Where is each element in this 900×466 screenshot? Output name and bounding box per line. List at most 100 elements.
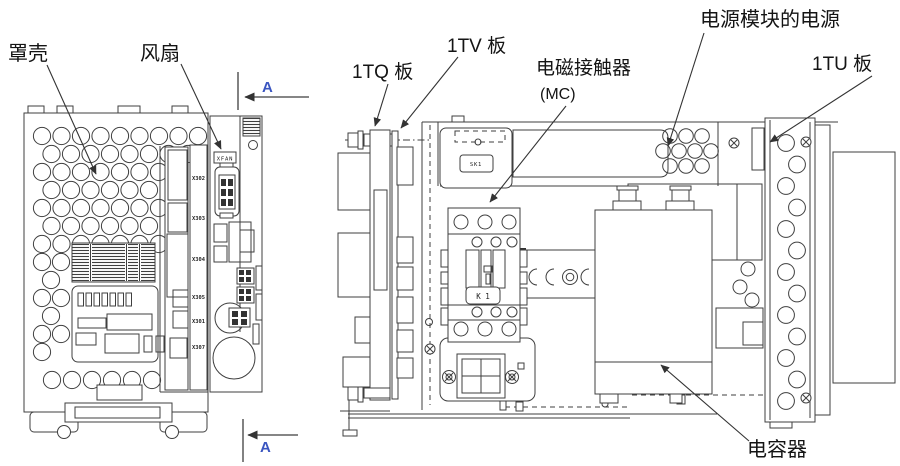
contactor-terminal [453,321,469,337]
vent-hole [42,370,62,390]
vent-hole [142,370,162,390]
fan-connector [214,162,240,219]
connector-bar-inner [164,146,189,391]
terminal-block-bracket [439,337,536,402]
cover-label: 罩壳 [8,42,48,65]
top-tabs [27,105,189,114]
lower-panel [715,307,764,349]
vent-hole [51,324,71,344]
tu-vent-holes [777,134,806,410]
vent-hole [32,324,52,344]
screw-icon [442,370,456,384]
vent-hole [100,180,120,200]
vent-hole [61,180,81,200]
vent-hole [744,292,760,308]
vent-hole [777,263,795,281]
vent-hole [51,252,71,272]
contactor-terminal [477,214,493,230]
vent-hole [130,162,149,182]
connector-label: X307 [192,345,205,351]
vent-hole [130,126,149,146]
screw-icon [728,137,740,149]
upper-bracket [751,127,765,171]
small-connector [213,245,228,263]
capacitor-body [594,185,713,404]
vent-hole [732,279,748,295]
capacitor-leader [660,364,750,442]
vent-hole [42,216,61,236]
vent-hole [41,306,61,326]
connector-bar-outer: X302 X303 X304 X305 X301 X307 [189,144,208,391]
board-1tu-label: 1TU 板 [812,53,872,75]
board-1tq [337,129,432,403]
vent-hole [694,158,710,174]
vent-hole [41,270,61,290]
vent-hole [52,162,71,182]
vent-hole [71,126,91,146]
vent-hole [687,143,703,159]
terminal-block [71,242,156,283]
board-1tu [764,117,816,429]
board-1tv-label: 1TV 板 [447,35,506,57]
heatsink-block [832,151,896,384]
board-1tq-leader [373,83,389,127]
vent-hole [52,126,71,146]
capacitor-label: 电容器 [747,438,807,461]
vent-hole [42,144,61,164]
k1-plate [465,286,501,305]
vent-hole [678,128,694,144]
vent-hole [110,162,130,182]
screw-icon [800,136,812,148]
vent-hole [81,180,100,200]
strip-connector [236,286,255,304]
side-view-diagram: SK1 [337,8,896,461]
k1-marking: K 1 [476,292,490,301]
board-1tq-label: 1TQ 板 [352,61,413,83]
vent-hole [703,143,719,159]
vent-hole [110,198,130,218]
contactor-terminal [501,321,517,337]
vent-hole [788,241,806,260]
vent-hole [130,198,149,218]
vent-hole [42,180,61,200]
vent-hole [777,306,795,324]
vent-hole [61,144,81,164]
section-marker-top: A [237,72,309,110]
power-module-label: 电源模块的电源 [700,8,840,31]
capacitor-terminals [612,185,695,211]
contactor-terminal [453,214,469,230]
side-rail [814,124,831,416]
connector-label: X303 [192,216,205,222]
mount-hole [425,318,433,326]
board-1tv-leader [400,56,459,129]
section-letter: A [262,79,273,96]
label-strip [255,265,263,291]
vent-hole [777,134,795,152]
vent-hole [61,216,81,236]
bottom-slot [96,384,143,401]
bottom-connector [64,402,173,423]
vent-hole [110,126,130,146]
vent-hole [100,144,120,164]
board-1tu-leader [769,75,873,143]
vent-hole [120,144,139,164]
vent-hole [51,288,71,308]
vent-hole [169,126,188,146]
screw-icon [424,343,436,355]
vent-hole [91,126,110,146]
vent-hole [32,126,52,146]
vent-hole [149,126,169,146]
vent-hole [32,288,52,308]
vent-hole [32,198,52,218]
strip-connector [228,307,251,328]
vent-hole [662,158,678,174]
vent-hole [777,177,795,195]
bolt-head [347,386,359,401]
small-connector [213,223,228,243]
xfan-label: XFAN [217,157,233,163]
bolt-head [347,132,359,148]
vent-hole [120,180,139,200]
vent-hole [655,143,671,159]
small-connector [239,229,255,253]
